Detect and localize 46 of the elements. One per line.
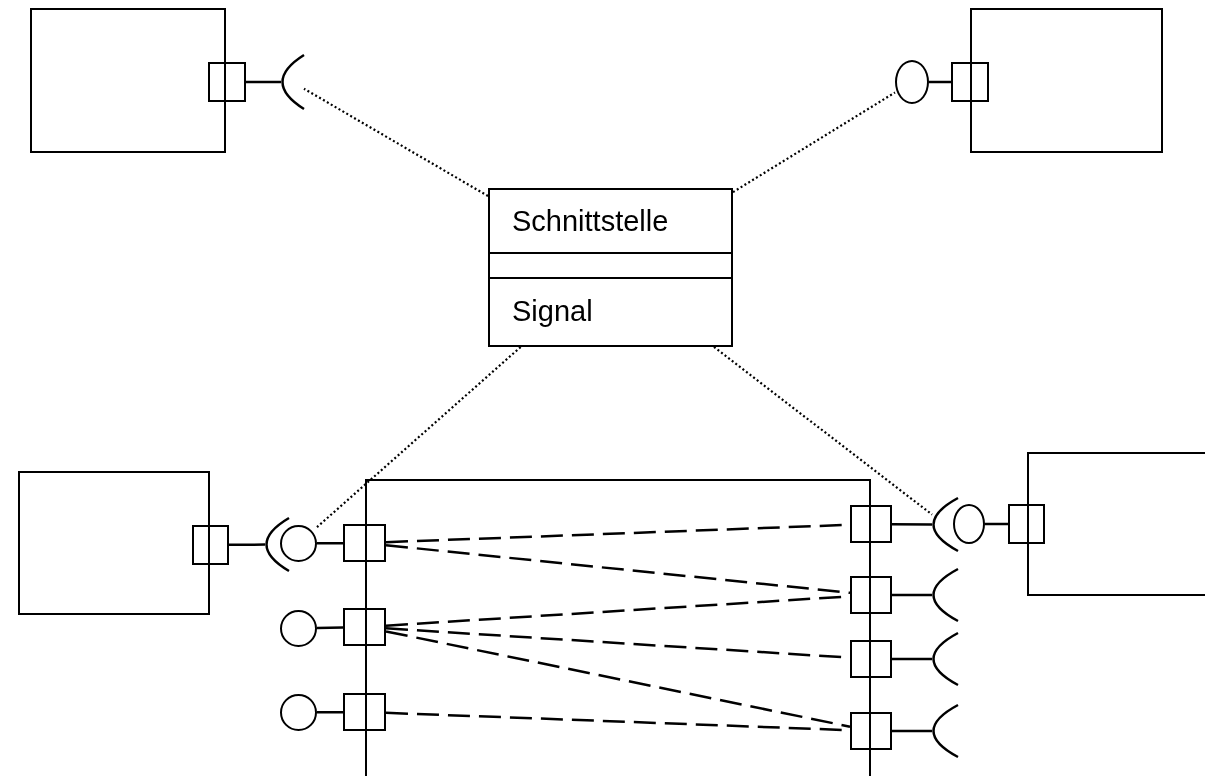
connector-line [246, 80, 281, 84]
socket-interface-arc [932, 704, 958, 758]
port-box [208, 62, 246, 102]
lollipop-interface-circle [895, 60, 929, 104]
component-box [18, 471, 210, 615]
port-box [343, 693, 386, 731]
lollipop-interface-circle [280, 525, 317, 562]
port-box [192, 525, 229, 565]
lollipop-interface-circle [280, 694, 317, 731]
connector-line [929, 80, 951, 84]
socket-interface-arc [265, 517, 289, 572]
connector-line [317, 710, 343, 714]
port-box [343, 608, 386, 646]
connector-line [892, 593, 932, 597]
dashed-connector [385, 543, 851, 595]
class-box [488, 188, 733, 347]
dotted-leader-line [316, 346, 522, 528]
component-box [1027, 452, 1205, 596]
attribute-text: Signal [512, 295, 593, 329]
component-box [970, 8, 1163, 153]
port-box [951, 62, 989, 102]
lollipop-interface-circle [953, 504, 985, 544]
class-name: Schnittstelle [512, 204, 669, 238]
dashed-connector [385, 630, 851, 728]
socket-interface-arc [932, 497, 958, 552]
port-box [850, 576, 892, 614]
port-box [850, 505, 892, 543]
port-box [343, 524, 386, 562]
dotted-leader-line [713, 346, 933, 516]
socket-interface-arc [932, 632, 958, 686]
connector-line [229, 543, 265, 547]
component-box [30, 8, 226, 153]
connector-line [892, 657, 932, 661]
connector-line [317, 541, 343, 545]
socket-interface-arc [281, 54, 304, 110]
port-box [850, 640, 892, 678]
dotted-leader-line [732, 91, 896, 194]
lollipop-interface-circle [280, 610, 317, 647]
port-box [1008, 504, 1045, 544]
port-box [850, 712, 892, 750]
dotted-leader-line [303, 87, 489, 197]
connector-line [892, 522, 932, 526]
connector-line [892, 729, 932, 733]
connector-line [985, 522, 1008, 526]
socket-interface-arc [932, 568, 958, 622]
connector-line [316, 626, 344, 630]
